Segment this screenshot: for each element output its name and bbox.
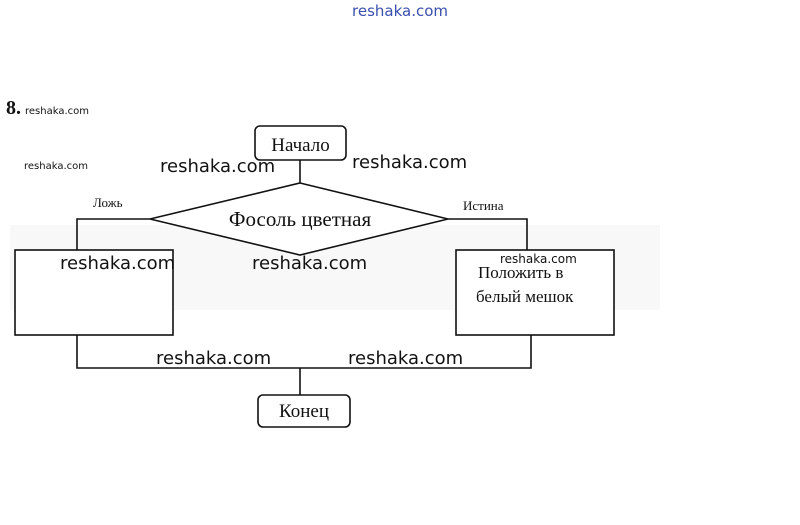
watermark-1: reshaka.com	[160, 156, 276, 177]
connector-merge	[76, 335, 532, 369]
watermark-6: reshaka.com	[156, 348, 272, 369]
header-watermark[interactable]: reshaka.com	[352, 2, 448, 20]
end-terminator	[257, 394, 351, 428]
watermark-3: reshaka.com	[60, 253, 176, 274]
start-label: Начало	[271, 135, 330, 156]
watermark-4: reshaka.com	[252, 253, 368, 274]
end-label: Конец	[279, 401, 329, 422]
watermark-5-small: reshaka.com	[500, 252, 577, 266]
connector-true-branch	[448, 218, 528, 250]
watermark-small-left: reshaka.com	[24, 161, 88, 172]
false-branch-label: Ложь	[93, 195, 123, 210]
task-number: 8. reshaka.com	[6, 97, 89, 120]
true-action-box	[455, 249, 615, 336]
true-box-line-1: Положить в	[478, 263, 564, 282]
true-box-line-2: белый мешок	[476, 287, 574, 306]
true-branch-label: Истина	[463, 198, 504, 213]
start-terminator	[254, 125, 347, 161]
task-watermark: reshaka.com	[25, 106, 89, 117]
task-number-label: 8.	[6, 97, 21, 119]
condition-diamond	[149, 182, 449, 256]
watermark-2: reshaka.com	[352, 152, 468, 173]
condition-label: Фосоль цветная	[228, 207, 372, 231]
watermark-7: reshaka.com	[348, 348, 464, 369]
connector-false-branch	[76, 218, 150, 250]
false-action-box	[14, 249, 174, 336]
